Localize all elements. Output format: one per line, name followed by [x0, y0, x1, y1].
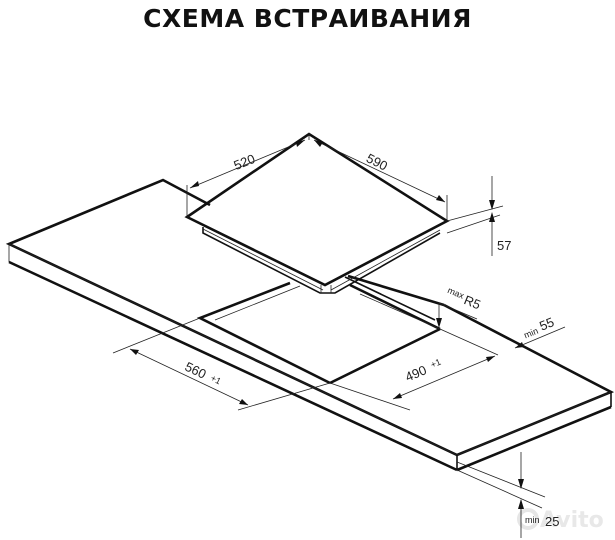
svg-text:+1: +1: [209, 373, 223, 386]
countertop: [5, 178, 615, 472]
svg-text:min: min: [525, 515, 540, 525]
svg-text:25: 25: [545, 514, 559, 529]
dim-worktop-thickness: min 25: [456, 452, 559, 538]
svg-text:57: 57: [497, 238, 511, 253]
dim-back-clearance: min 55: [514, 314, 566, 349]
svg-text:Avito: Avito: [540, 508, 604, 533]
dim-hob-height: 57: [446, 176, 511, 256]
avito-watermark: Avito: [517, 508, 604, 533]
svg-text:520: 520: [231, 151, 257, 173]
svg-text:490: 490: [403, 362, 429, 384]
diagram-title: СХЕМА ВСТРАИВАНИЯ: [143, 4, 472, 33]
svg-text:max: max: [446, 285, 466, 301]
svg-text:560: 560: [183, 359, 209, 382]
svg-text:min: min: [522, 326, 539, 341]
svg-text:R5: R5: [462, 292, 483, 312]
dim-cutout-depth: 490 +1: [329, 328, 499, 411]
svg-text:55: 55: [537, 314, 556, 333]
svg-text:+1: +1: [429, 357, 442, 370]
hob: [184, 132, 450, 294]
